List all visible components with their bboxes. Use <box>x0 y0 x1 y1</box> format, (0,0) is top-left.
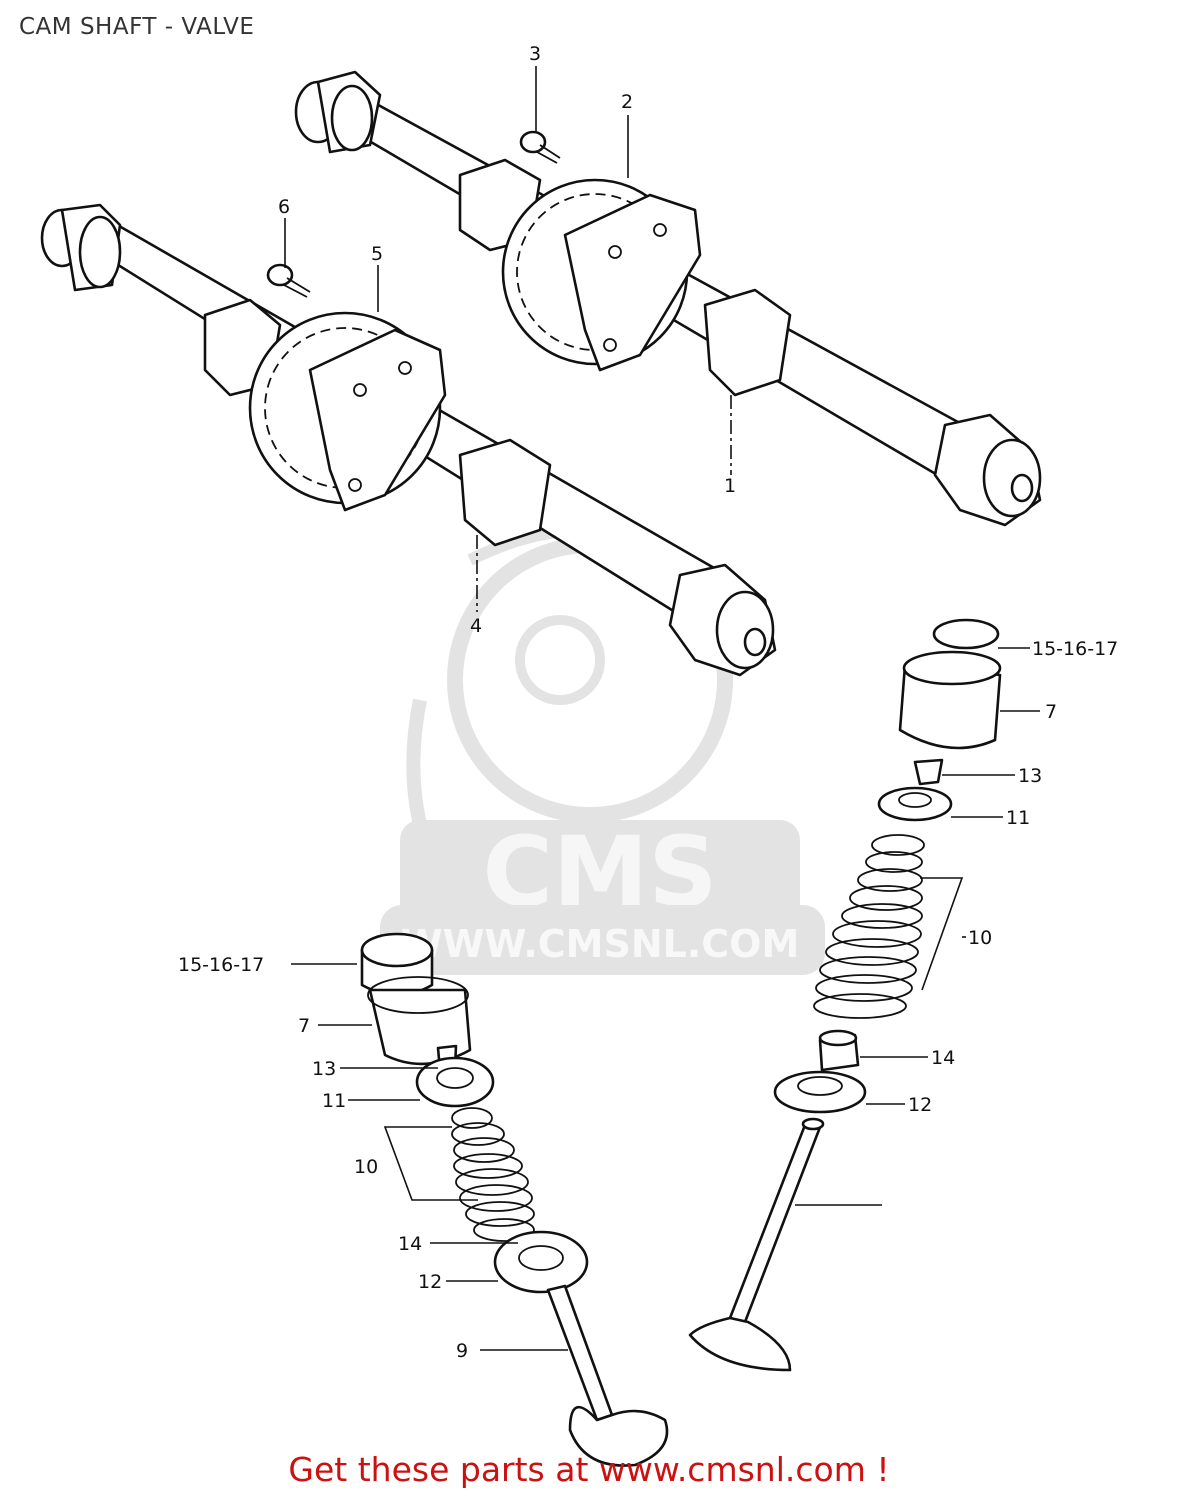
shim-left <box>360 932 434 997</box>
sprocket-bolt-upper <box>519 130 561 164</box>
diagram-title: CAM SHAFT - VALVE <box>19 14 255 40</box>
valve-right <box>688 1117 825 1372</box>
spring-seat-right <box>773 1070 867 1114</box>
leader-lines <box>284 66 1040 1351</box>
footer-link[interactable]: Get these parts at www.cmsnl.com ! <box>288 1450 890 1489</box>
callout-1: 1 <box>724 475 736 497</box>
callout-shim-left: 15-16-17 <box>178 954 264 976</box>
callout-seat-left: 12 <box>418 1271 442 1293</box>
watermark-logo: CMS WWW.CMSNL.COM <box>380 524 825 975</box>
callout-6: 6 <box>278 196 290 218</box>
valve-spring-right <box>813 834 925 1019</box>
callout-shim-right: 15-16-17 <box>1032 638 1118 660</box>
watermark-url-text: WWW.CMSNL.COM <box>401 922 800 966</box>
callout-tappet-right: 7 <box>1045 701 1057 723</box>
shim-right <box>932 618 1000 650</box>
callout-valve-left: 9 <box>456 1340 468 1362</box>
callout-spring-right: 10 <box>968 927 992 949</box>
callout-retainer-right: 11 <box>1006 807 1030 829</box>
stem-seal-right <box>818 1029 860 1072</box>
cam-sprocket-upper <box>501 178 702 372</box>
retainer-right <box>877 786 953 822</box>
cotter-right <box>913 758 944 786</box>
tappet-left <box>367 976 472 1066</box>
callout-seal-right: 14 <box>931 1047 955 1069</box>
sprocket-bolt-lower <box>266 263 311 298</box>
callout-5: 5 <box>371 243 383 265</box>
valve-assembly-right <box>688 618 1002 1372</box>
callout-labels: 3 2 6 5 1 4 15-16-17 7 13 11 10 14 12 15… <box>178 43 1118 1362</box>
callout-4: 4 <box>470 615 482 637</box>
retainer-left <box>415 1056 495 1108</box>
callout-cotter-right: 13 <box>1018 765 1042 787</box>
valve-left <box>546 1284 669 1467</box>
callout-retainer-left: 11 <box>322 1090 346 1112</box>
callout-seat-right: 12 <box>908 1094 932 1116</box>
callout-3: 3 <box>529 43 541 65</box>
callout-cotter-left: 13 <box>312 1058 336 1080</box>
spring-seat-left <box>493 1230 589 1294</box>
callout-spring-left: 10 <box>354 1156 378 1178</box>
tappet-right <box>898 650 1002 750</box>
callout-seal-left: 14 <box>398 1233 422 1255</box>
callout-tappet-left: 7 <box>298 1015 310 1037</box>
valve-assembly-left <box>360 932 669 1467</box>
callout-2: 2 <box>621 91 633 113</box>
cam-sprocket-lower <box>248 311 447 512</box>
